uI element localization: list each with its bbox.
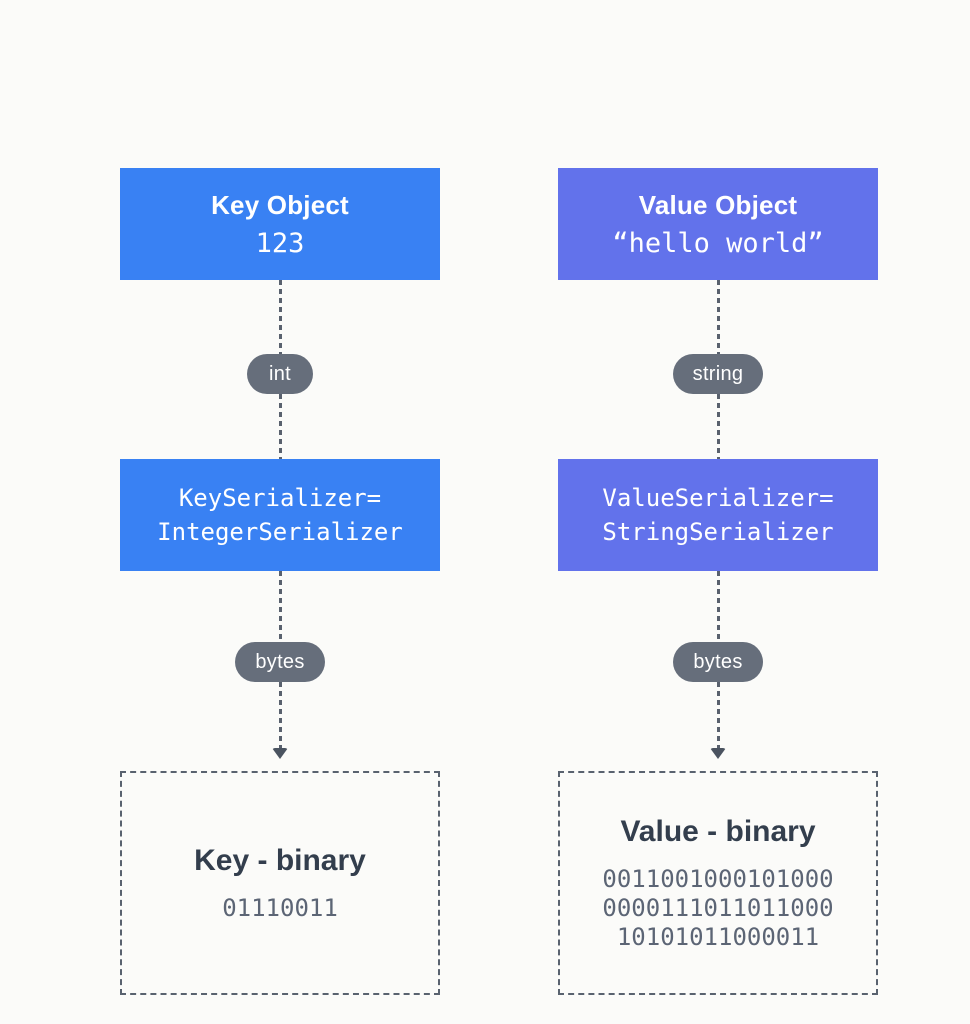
value-serializer-line1: ValueSerializer= <box>602 484 834 512</box>
dashed-connector <box>278 682 282 748</box>
arrow-down-icon <box>272 748 288 759</box>
arrow-down-icon <box>710 748 726 759</box>
key-serializer-line1: KeySerializer= <box>178 484 382 512</box>
dashed-connector <box>716 571 720 642</box>
value-binary-value: 0011001000101000 0000111011011000 101010… <box>602 865 833 952</box>
value-object-title: Value Object <box>638 189 798 220</box>
key-bytes-badge: bytes <box>235 642 325 682</box>
binary-line: 0011001000101000 <box>602 864 834 893</box>
dashed-connector <box>716 682 720 748</box>
key-binary-value: 01110011 <box>222 894 338 923</box>
key-object-value: 123 <box>255 227 305 259</box>
value-serializer-line2: StringSerializer <box>602 518 834 546</box>
key-serializer-box: KeySerializer= IntegerSerializer <box>120 459 440 571</box>
dashed-connector <box>278 280 282 354</box>
binary-line: 01110011 <box>222 893 338 922</box>
value-binary-title: Value - binary <box>620 814 816 848</box>
dashed-connector <box>278 394 282 459</box>
value-column: Value Object “hello world” string ValueS… <box>558 168 878 995</box>
binary-line: 10101011000011 <box>616 922 820 951</box>
key-object-title: Key Object <box>211 189 349 220</box>
value-serializer-box: ValueSerializer= StringSerializer <box>558 459 878 571</box>
key-binary-title: Key - binary <box>194 843 366 877</box>
key-object-box: Key Object 123 <box>120 168 440 280</box>
dashed-connector <box>716 394 720 459</box>
value-object-box: Value Object “hello world” <box>558 168 878 280</box>
value-bytes-badge: bytes <box>673 642 763 682</box>
value-binary-box: Value - binary 0011001000101000 00001110… <box>558 771 878 995</box>
binary-line: 0000111011011000 <box>602 893 834 922</box>
value-type-badge: string <box>672 354 764 394</box>
key-column: Key Object 123 int KeySerializer= Intege… <box>120 168 440 995</box>
value-object-value: “hello world” <box>612 227 824 259</box>
dashed-connector <box>716 280 720 354</box>
key-binary-box: Key - binary 01110011 <box>120 771 440 995</box>
key-type-badge: int <box>247 354 313 394</box>
key-serializer-line2: IntegerSerializer <box>157 518 403 546</box>
dashed-connector <box>278 571 282 642</box>
